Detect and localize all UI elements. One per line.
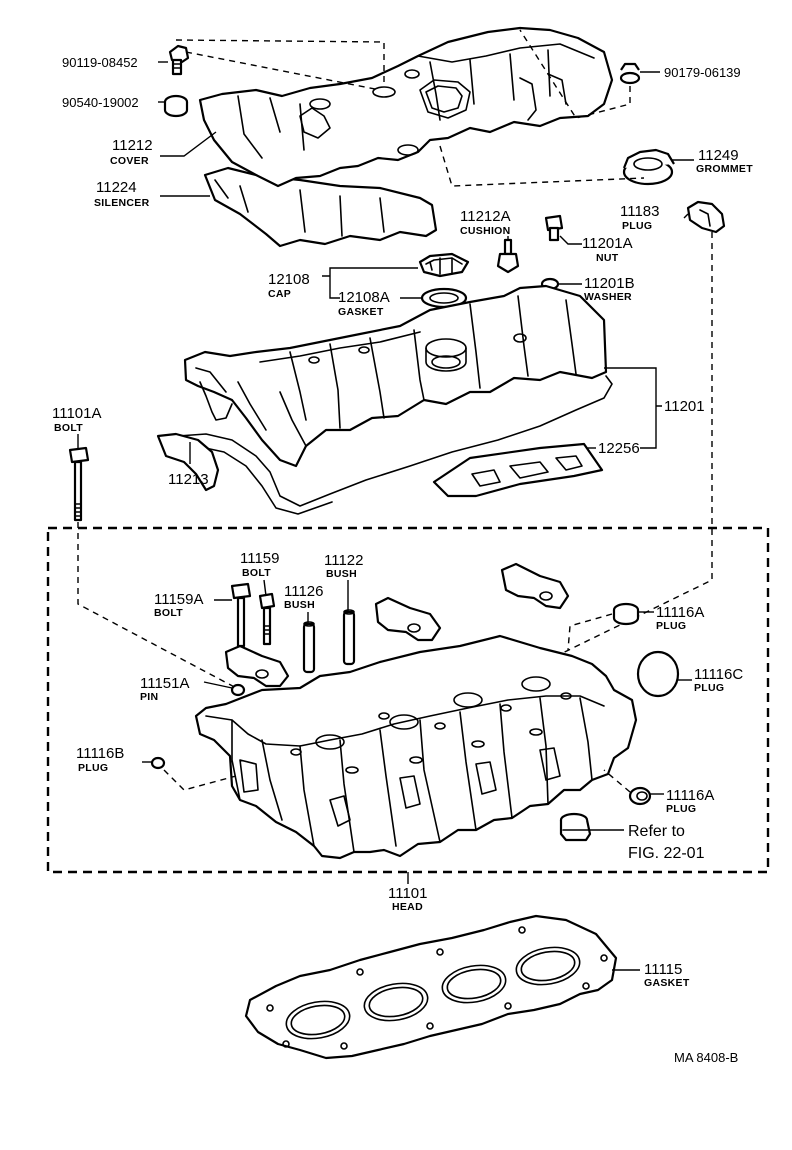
bush-11126-part — [302, 621, 316, 674]
label-nut-name: NUT — [596, 252, 619, 264]
head-gasket-part — [244, 914, 618, 1060]
label-cover-name: COVER — [110, 155, 149, 167]
label-bolt-11159-name: BOLT — [242, 567, 271, 579]
assembly-line-5 — [539, 232, 713, 665]
assembly-line-6 — [77, 522, 241, 691]
bearing-cap-1 — [500, 562, 570, 610]
assembly-line-1 — [175, 39, 385, 82]
label-plug-11116a-bottom-number: 11116A — [666, 787, 714, 804]
bolt-90119-part — [168, 44, 190, 76]
label-bolt-11159a-number: 11159A — [154, 591, 204, 608]
label-bush-11122-name: BUSH — [326, 568, 357, 580]
label-capgasket-name: GASKET — [338, 306, 384, 318]
nut-part — [544, 214, 564, 242]
bearing-cap-2 — [374, 596, 442, 642]
label-90119-08452: 90119-08452 — [62, 55, 138, 70]
label-grommet-name: GROMMET — [696, 163, 753, 175]
bush-11122-part — [342, 609, 356, 666]
label-plug-11116c-name: PLUG — [694, 682, 724, 694]
label-cap-name: CAP — [268, 288, 291, 300]
washer-90179-part — [619, 62, 641, 85]
label-nut-number: 11201A — [582, 235, 633, 252]
label-bolt-11159-number: 11159 — [240, 550, 280, 567]
label-pin-name: PIN — [140, 691, 158, 703]
label-cushion-name: CUSHION — [460, 225, 511, 237]
label-pin-number: 11151A — [140, 675, 190, 692]
label-plug-11116a-bottom-name: PLUG — [666, 803, 696, 815]
gasket-12256-part — [432, 442, 604, 498]
label-washer-11201b-name: WASHER — [584, 291, 632, 303]
label-head-name: HEAD — [392, 901, 423, 913]
plug-11116c-part — [636, 650, 680, 698]
bush-90540-part — [163, 94, 189, 118]
label-bolt-11159a-name: BOLT — [154, 607, 183, 619]
plug-11116b-part — [150, 756, 166, 770]
leader-pin — [203, 681, 233, 689]
label-bush-11122-number: 11122 — [324, 552, 364, 569]
label-silencer-name: SILENCER — [94, 197, 150, 209]
label-cap-number: 12108 — [268, 271, 310, 288]
label-capgasket-number: 12108A — [338, 289, 390, 306]
label-bolt-11101a-number: 11101A — [52, 405, 102, 422]
label-bolt-11101a-name: BOLT — [54, 422, 83, 434]
label-cushion-number: 11212A — [460, 208, 511, 225]
label-headgasket-number: 11115 — [644, 961, 682, 978]
head-assy-frame — [46, 526, 770, 874]
assembly-line-4 — [439, 145, 645, 187]
assembly-line-2 — [185, 51, 381, 91]
label-plug-11183-name: PLUG — [622, 220, 652, 232]
leader-bolt-11159 — [263, 579, 267, 597]
plug-11116a-bottom-part — [628, 786, 652, 806]
cover-part — [198, 26, 614, 188]
label-washer-11201b-number: 11201B — [584, 275, 635, 292]
label-90179-06139: 90179-06139 — [664, 65, 741, 80]
label-cover-number: 11212 — [112, 137, 153, 154]
label-bush-11126-name: BUSH — [284, 599, 315, 611]
assembly-line-3 — [519, 29, 631, 119]
cap-part — [418, 252, 470, 278]
cylinder-head-part — [194, 634, 638, 860]
leader-plug-11183 — [683, 213, 689, 219]
plug-11183-part — [686, 200, 726, 234]
leader-cap — [322, 267, 418, 299]
cushion-part — [496, 238, 520, 274]
label-plug-11116a-top-number: 11116A — [656, 604, 704, 621]
head-cover-part — [183, 284, 608, 468]
silencer-part — [203, 166, 438, 248]
plug-11116a-top-part — [612, 602, 640, 626]
label-plug-11116a-top-name: PLUG — [656, 620, 686, 632]
part-11213 — [156, 432, 220, 492]
label-90540-19002: 90540-19002 — [62, 95, 139, 110]
bearing-cap-3 — [224, 644, 290, 688]
bolt-11159-part — [258, 592, 276, 646]
label-gasket-12256-number: 12256 — [598, 440, 640, 457]
label-refer-line2: FIG. 22-01 — [628, 845, 705, 862]
label-headgasket-name: GASKET — [644, 977, 690, 989]
label-head-number: 11101 — [388, 885, 428, 902]
bolt-11101a-part — [68, 446, 90, 522]
pin-part — [230, 683, 246, 697]
leader-headcover — [604, 367, 662, 449]
label-plug-11116b-number: 11116B — [76, 745, 124, 762]
label-11213-number: 11213 — [168, 471, 209, 488]
label-plug-11116b-name: PLUG — [78, 762, 108, 774]
assembly-line-9 — [603, 769, 631, 793]
assembly-line-7 — [163, 769, 237, 791]
refer-fitting-part — [559, 812, 592, 842]
label-bush-11126-number: 11126 — [284, 583, 324, 600]
leader-nut — [559, 235, 582, 245]
assembly-line-8 — [567, 613, 613, 651]
label-plug-11116c-number: 11116C — [694, 666, 743, 683]
label-refer-line1: Refer to — [628, 823, 685, 840]
label-silencer-number: 11224 — [96, 179, 137, 196]
label-headcover-number: 11201 — [664, 398, 705, 415]
figure-code: MA 8408-B — [674, 1050, 738, 1065]
label-plug-11183-number: 11183 — [620, 203, 660, 220]
leader-cover — [160, 131, 217, 157]
bolt-11159a-part — [230, 582, 252, 648]
label-grommet-number: 11249 — [698, 147, 739, 164]
